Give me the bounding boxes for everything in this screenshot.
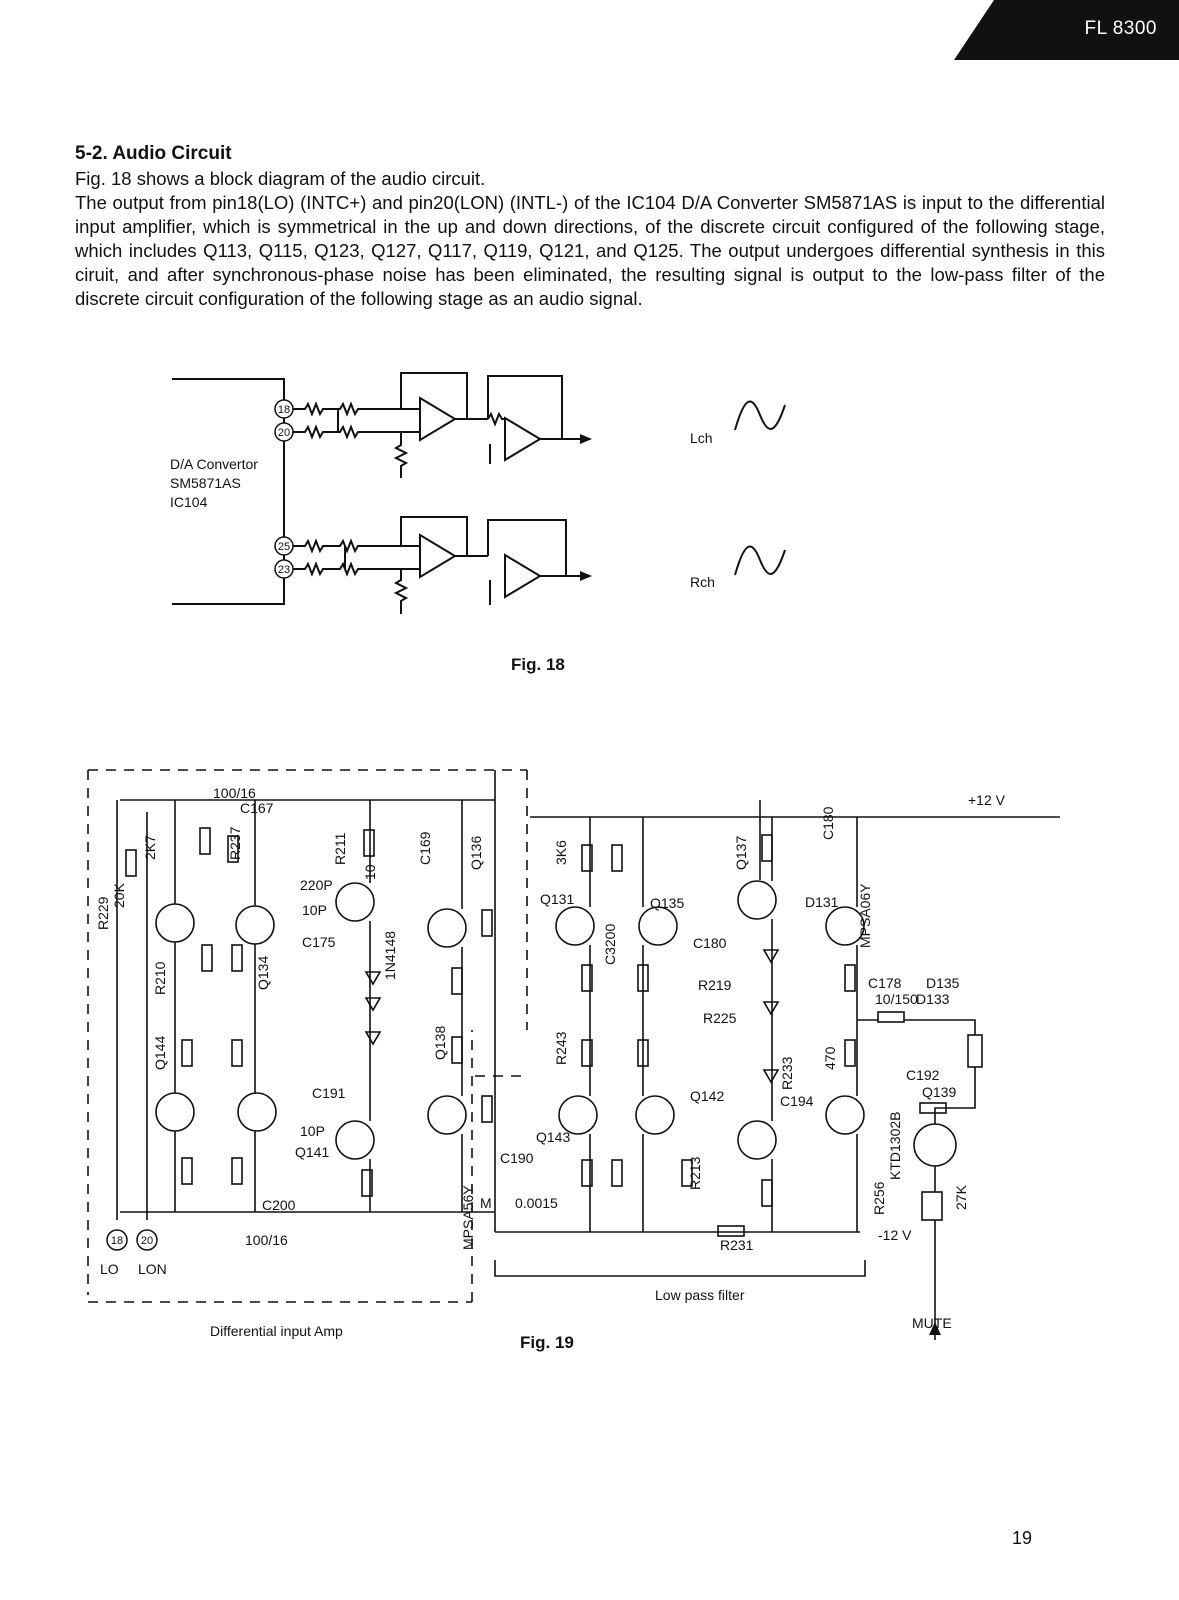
section-title: 5-2. Audio Circuit bbox=[75, 143, 232, 164]
component-label: 10 bbox=[362, 864, 378, 880]
intro-sentence: Fig. 18 shows a block diagram of the aud… bbox=[75, 168, 486, 189]
component-label: 10/150 bbox=[875, 991, 918, 1007]
fig18-block-diagram: 18 20 25 23 D/A Convertor SM5871AS IC104… bbox=[170, 372, 786, 614]
block-label-lpf: Low pass filter bbox=[655, 1287, 745, 1303]
component-label: 470 bbox=[822, 1046, 838, 1070]
component-label: Q137 bbox=[733, 836, 749, 870]
component-label: R231 bbox=[720, 1237, 754, 1253]
component-label: 1N4148 bbox=[382, 931, 398, 980]
component-label: C3200 bbox=[602, 924, 618, 965]
description-paragraph: The output from pin18(LO) (INTC+) and pi… bbox=[75, 192, 1105, 309]
component-label: Q135 bbox=[650, 895, 684, 911]
supply-positive: +12 V bbox=[968, 792, 1006, 808]
component-label: R229 bbox=[95, 896, 111, 930]
component-label: 2K7 bbox=[142, 835, 158, 860]
component-label: Q144 bbox=[152, 1036, 168, 1070]
component-label: MPSA06Y bbox=[857, 883, 873, 948]
component-label: R256 bbox=[871, 1181, 887, 1215]
component-label: R237 bbox=[227, 826, 243, 860]
converter-ic: IC104 bbox=[170, 494, 208, 510]
fig18-caption: Fig. 18 bbox=[511, 655, 565, 674]
component-label: C178 bbox=[868, 975, 902, 991]
component-label: Q131 bbox=[540, 891, 574, 907]
model-tab bbox=[954, 0, 1179, 60]
component-label: R219 bbox=[698, 977, 732, 993]
fig19-caption: Fig. 19 bbox=[520, 1333, 574, 1352]
component-label: Q143 bbox=[536, 1129, 570, 1145]
component-label: 100/16 bbox=[213, 785, 256, 801]
pin-label: 25 bbox=[278, 541, 290, 553]
converter-part: SM5871AS bbox=[170, 475, 241, 491]
component-label: R233 bbox=[779, 1056, 795, 1090]
component-label: KTD1302B bbox=[887, 1112, 903, 1180]
component-label: R210 bbox=[152, 961, 168, 995]
component-label: Q134 bbox=[255, 956, 271, 990]
component-label: C191 bbox=[312, 1085, 346, 1101]
component-label: R225 bbox=[703, 1010, 737, 1026]
component-label: 3K6 bbox=[553, 840, 569, 865]
component-label: 220P bbox=[300, 877, 333, 893]
component-label: D133 bbox=[916, 991, 950, 1007]
component-label: R211 bbox=[332, 832, 348, 865]
fig19-schematic: 18 20 +12 V -12 V LO LON 100/16 C167 20K… bbox=[87, 769, 1060, 1340]
component-label: Q142 bbox=[690, 1088, 724, 1104]
component-label: M bbox=[480, 1195, 492, 1211]
input-pin: 18 bbox=[111, 1235, 123, 1247]
pin-label: 23 bbox=[278, 564, 290, 576]
component-label: 100/16 bbox=[245, 1232, 288, 1248]
component-label: C180 bbox=[693, 935, 727, 951]
component-label: Q136 bbox=[468, 836, 484, 870]
pin-label: 20 bbox=[278, 427, 290, 439]
component-label: Q139 bbox=[922, 1084, 956, 1100]
component-label: 20K bbox=[111, 882, 127, 908]
component-label: D131 bbox=[805, 894, 839, 910]
component-label: C175 bbox=[302, 934, 336, 950]
component-label: C200 bbox=[262, 1197, 296, 1213]
component-label: C169 bbox=[417, 831, 433, 865]
component-label: Q141 bbox=[295, 1144, 329, 1160]
input-label-lon: LON bbox=[138, 1261, 167, 1277]
converter-label: D/A Convertor bbox=[170, 456, 258, 472]
pin-label: 18 bbox=[278, 404, 290, 416]
input-label-lo: LO bbox=[100, 1261, 119, 1277]
mute-label: MUTE bbox=[912, 1315, 952, 1331]
component-label: R243 bbox=[553, 1031, 569, 1065]
supply-negative: -12 V bbox=[878, 1227, 912, 1243]
component-label: C167 bbox=[240, 800, 274, 816]
section-body: Fig. 18 shows a block diagram of the aud… bbox=[75, 167, 1105, 311]
component-label: C194 bbox=[780, 1093, 814, 1109]
channel-label-left: Lch bbox=[690, 430, 713, 446]
block-label-diff-amp: Differential input Amp bbox=[210, 1323, 343, 1339]
channel-label-right: Rch bbox=[690, 574, 715, 590]
model-label: FL 8300 bbox=[1084, 18, 1157, 39]
component-label: 10P bbox=[302, 902, 327, 918]
component-label: 27K bbox=[953, 1184, 969, 1210]
component-label: D135 bbox=[926, 975, 960, 991]
component-label: C180 bbox=[820, 806, 836, 840]
component-label: C190 bbox=[500, 1150, 534, 1166]
component-label: 10P bbox=[300, 1123, 325, 1139]
component-label: 0.0015 bbox=[515, 1195, 558, 1211]
input-pin: 20 bbox=[141, 1235, 153, 1247]
component-label: Q138 bbox=[432, 1026, 448, 1060]
component-label: MPSA56Y bbox=[460, 1185, 476, 1250]
page-number: 19 bbox=[1012, 1528, 1033, 1548]
component-label: R213 bbox=[687, 1156, 703, 1190]
component-label: C192 bbox=[906, 1067, 940, 1083]
